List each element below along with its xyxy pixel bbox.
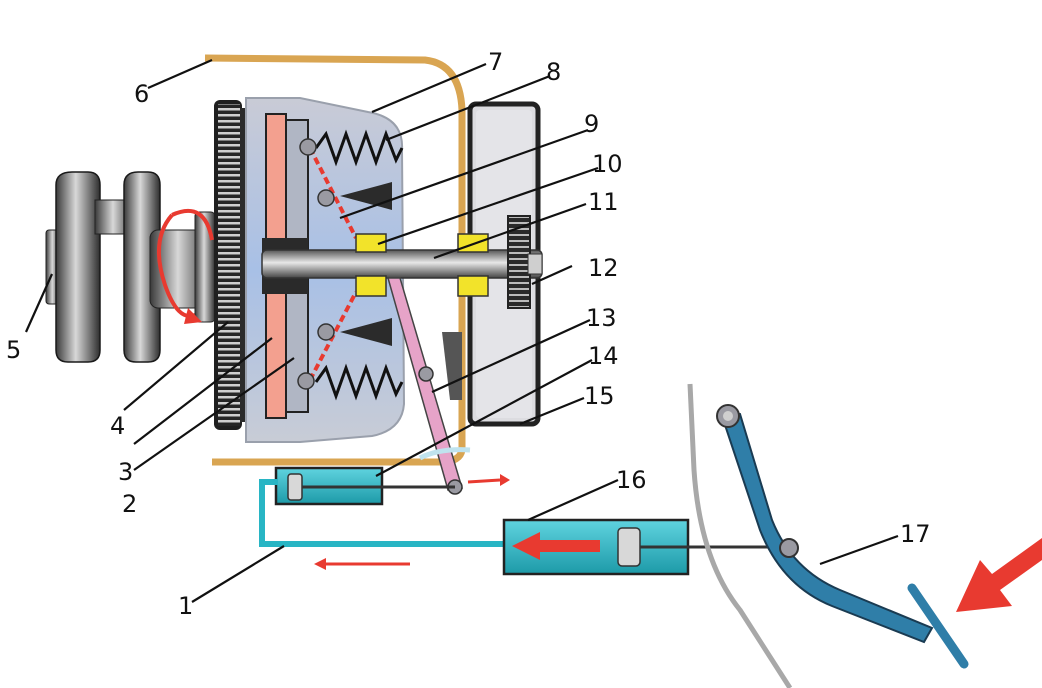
callout-13: 13 [586,304,617,332]
pressure-spring-lower [314,363,404,401]
release-bearing-lower [355,275,387,297]
callout-9: 9 [584,110,599,138]
callout-11: 11 [588,188,619,216]
callout-4: 4 [110,412,125,440]
callout-2: 2 [122,490,137,518]
callout-3: 3 [118,458,133,486]
fork-pivot [418,366,434,382]
callout-17: 17 [900,520,931,548]
callout-5: 5 [6,336,21,364]
callout-12: 12 [588,254,619,282]
callout-15: 15 [584,382,615,410]
hydraulic-line [259,479,504,547]
input-shaft [261,249,543,279]
ball-joints [297,138,335,390]
callout-7: 7 [488,48,503,76]
callout-16: 16 [616,466,647,494]
callout-8: 8 [546,58,561,86]
crankshaft [45,171,216,363]
callout-14: 14 [588,342,619,370]
floor-panel [687,383,793,688]
pressure-spring-upper [314,129,404,167]
rotation-arrow [156,209,214,324]
release-bearing-upper [355,233,387,253]
callout-10: 10 [592,150,623,178]
wedge-lower [340,318,392,346]
shaft-bearing-lower [457,275,489,297]
callout-6: 6 [134,80,149,108]
callout-1: 1 [178,592,193,620]
foot-force-arrow [956,538,1042,612]
slave-cylinder [274,466,455,506]
master-cylinder [502,518,790,576]
slave-motion-arrow [467,478,501,484]
leader-lines [24,58,899,603]
clutch-pedal [716,404,969,669]
